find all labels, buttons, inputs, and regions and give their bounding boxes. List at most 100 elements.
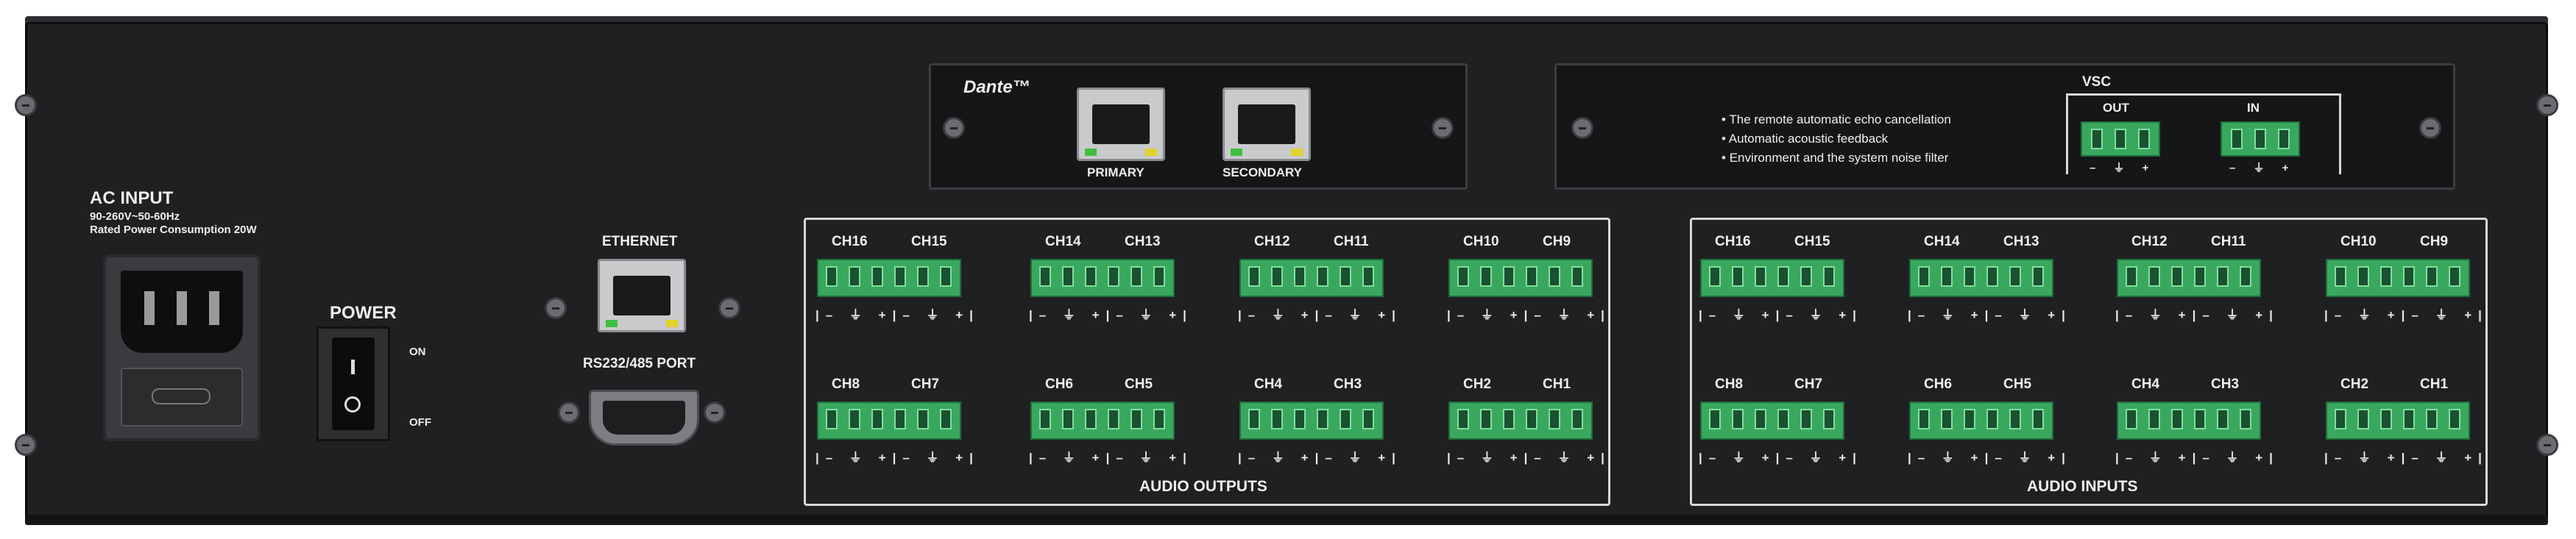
input-polarity-marks: |– ⏚ +|– ⏚ +| — [1699, 451, 1863, 465]
terminal-pin-icon — [1153, 266, 1165, 287]
output-channel-label: CH15 — [911, 234, 947, 249]
terminal-pin-icon — [2240, 409, 2251, 429]
fuse-holder-icon — [121, 368, 243, 426]
iec-socket-icon — [121, 271, 243, 353]
rs232-port[interactable] — [589, 390, 699, 446]
terminal-pin-icon — [2403, 409, 2415, 429]
screw-icon — [1571, 117, 1593, 139]
input-channel-label: CH4 — [2131, 376, 2160, 392]
terminal-pin-icon — [1732, 409, 1744, 429]
terminal-pin-icon — [1362, 266, 1374, 287]
input-terminal-block[interactable] — [2326, 401, 2470, 440]
screw-icon — [704, 401, 726, 424]
terminal-pin-icon — [2171, 409, 2183, 429]
terminal-pin-icon — [849, 409, 860, 429]
ac-inlet[interactable] — [103, 254, 261, 441]
output-channel-label: CH5 — [1125, 376, 1153, 392]
input-terminal-block[interactable] — [2326, 259, 2470, 297]
input-polarity-marks: |– ⏚ +|– ⏚ +| — [2324, 308, 2488, 322]
terminal-pin-icon — [1986, 266, 1998, 287]
terminal-pin-icon — [2126, 409, 2137, 429]
terminal-pin-icon — [2449, 409, 2460, 429]
power-on-label: ON — [409, 346, 426, 358]
input-terminal-block[interactable] — [1909, 259, 2053, 297]
screw-icon — [2419, 117, 2441, 139]
terminal-pin-icon — [1294, 409, 1306, 429]
terminal-pin-icon — [1571, 409, 1583, 429]
terminal-pin-icon — [1777, 409, 1789, 429]
terminal-pin-icon — [2148, 409, 2160, 429]
ac-input-power: Rated Power Consumption 20W — [90, 224, 257, 236]
output-terminal-block[interactable] — [1030, 259, 1175, 297]
vsc-feature-3: • Environment and the system noise filte… — [1722, 151, 1949, 165]
input-terminal-block[interactable] — [1700, 259, 1844, 297]
output-terminal-block[interactable] — [1030, 401, 1175, 440]
input-terminal-block[interactable] — [2117, 259, 2261, 297]
output-channel-label: CH7 — [911, 376, 940, 392]
ethernet-port[interactable] — [598, 259, 686, 332]
output-terminal-block[interactable] — [817, 401, 961, 440]
terminal-pin-icon — [1085, 409, 1097, 429]
rs232-title: RS232/485 PORT — [583, 356, 696, 371]
terminal-pin-icon — [2194, 409, 2206, 429]
terminal-pin-icon — [2240, 266, 2251, 287]
screw-icon — [1432, 117, 1454, 139]
output-channel-label: CH3 — [1334, 376, 1362, 392]
terminal-pin-icon — [1941, 266, 1953, 287]
terminal-pin-icon — [1271, 409, 1283, 429]
primary-label: PRIMARY — [1087, 165, 1144, 179]
output-polarity-marks: |– ⏚ +|– ⏚ +| — [1447, 451, 1611, 465]
dante-logo: Dante™ — [963, 77, 1030, 97]
ac-input-title: AC INPUT — [90, 188, 174, 208]
input-channel-label: CH3 — [2211, 376, 2240, 392]
audio-inputs-group — [1690, 218, 2488, 506]
output-channel-label: CH11 — [1334, 234, 1369, 249]
output-channel-label: CH1 — [1543, 376, 1571, 392]
terminal-pin-icon — [2380, 266, 2392, 287]
terminal-pin-icon — [1823, 409, 1835, 429]
terminal-pin-icon — [871, 409, 883, 429]
mount-screw-icon — [2536, 434, 2558, 456]
dante-primary-port[interactable] — [1077, 88, 1165, 161]
terminal-pin-icon — [2357, 266, 2369, 287]
output-terminal-block[interactable] — [1239, 259, 1384, 297]
output-polarity-marks: |– ⏚ +|– ⏚ +| — [1238, 308, 1402, 322]
vsc-out-terminal[interactable] — [2081, 121, 2160, 157]
output-terminal-block[interactable] — [1448, 259, 1593, 297]
input-terminal-block[interactable] — [2117, 401, 2261, 440]
terminal-pin-icon — [1549, 409, 1560, 429]
input-channel-label: CH6 — [1924, 376, 1953, 392]
terminal-pin-icon — [894, 409, 906, 429]
output-terminal-block[interactable] — [1239, 401, 1384, 440]
terminal-pin-icon — [1062, 266, 1074, 287]
terminal-pin-icon — [2217, 266, 2229, 287]
terminal-pin-icon — [2426, 266, 2438, 287]
terminal-pin-icon — [1480, 409, 1492, 429]
terminal-pin-icon — [2032, 409, 2044, 429]
terminal-pin-icon — [1964, 266, 1975, 287]
output-channel-label: CH13 — [1125, 234, 1161, 249]
input-terminal-block[interactable] — [1909, 401, 2053, 440]
rocker-switch-icon — [332, 338, 375, 430]
input-polarity-marks: |– ⏚ +|– ⏚ +| — [2115, 451, 2279, 465]
input-terminal-block[interactable] — [1700, 401, 1844, 440]
input-polarity-marks: |– ⏚ +|– ⏚ +| — [1699, 308, 1863, 322]
terminal-pin-icon — [940, 409, 952, 429]
vsc-title: VSC — [2082, 74, 2112, 90]
power-switch[interactable] — [316, 326, 390, 441]
terminal-pin-icon — [2335, 266, 2346, 287]
terminal-pin-icon — [1918, 409, 1930, 429]
chassis-bottom-edge — [25, 515, 2548, 525]
terminal-pin-icon — [917, 409, 929, 429]
vsc-in-terminal[interactable] — [2221, 121, 2300, 157]
input-channel-label: CH2 — [2340, 376, 2369, 392]
terminal-pin-icon — [1248, 266, 1260, 287]
output-terminal-block[interactable] — [817, 259, 961, 297]
screw-icon — [545, 297, 567, 319]
output-terminal-block[interactable] — [1448, 401, 1593, 440]
dante-secondary-port[interactable] — [1222, 88, 1311, 161]
terminal-pin-icon — [2426, 409, 2438, 429]
power-off-label: OFF — [409, 416, 431, 429]
rj45-icon — [1092, 104, 1150, 144]
input-channel-label: CH15 — [1794, 234, 1830, 249]
